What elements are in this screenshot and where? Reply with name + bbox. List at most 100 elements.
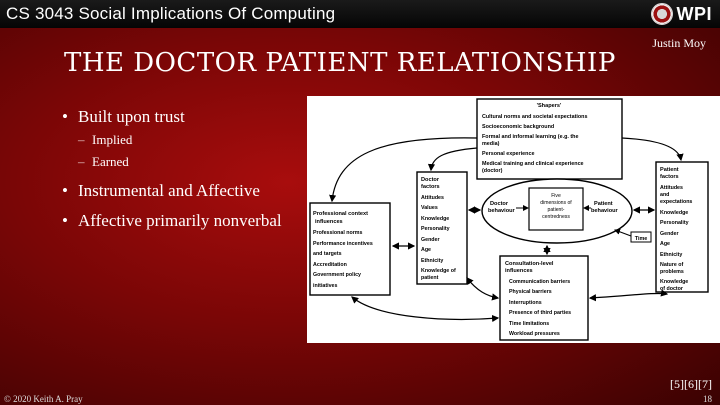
professional-item: and targets [313,251,342,257]
bullet-text: Built upon trust [78,107,185,126]
bullet-item: • Instrumental and Affective [62,180,282,202]
doctor-item: Age [421,247,431,253]
patient-item: Knowledge [660,210,688,216]
patient-behaviour-label: behaviour [591,208,619,214]
professional-item: Government policy [313,272,361,278]
shapers-item: (doctor) [482,168,503,174]
patient-item: Age [660,241,670,247]
consultation-item: Communication barriers [509,279,570,285]
bullet-dot-icon: • [62,107,68,126]
bullet-item: • Built upon trust –Implied –Earned [62,106,282,172]
arrow-doctor-consultation [466,277,500,301]
dimensions-box [528,187,584,231]
patient-title: Patient [660,167,679,173]
doctor-item: Gender [421,237,440,243]
patient-item: and [660,192,669,198]
professional-item: Accreditation [313,262,347,268]
doctor-title: Doctor [421,177,440,183]
professional-item: Professional norms [313,230,363,236]
consultation-item: Interruptions [509,300,542,306]
patient-item: Gender [660,231,679,237]
consultation-item: Physical barriers [509,289,552,295]
doctor-item: Knowledge [421,216,449,222]
patient-item: expectations [660,199,692,205]
dimensions-text: patient- [548,207,565,213]
dash-icon: – [78,154,85,169]
wpi-logo: WPI [650,3,713,25]
time-label: Time [635,236,647,242]
patient-item: Nature of [660,262,683,268]
patient-behaviour-label: Patient [594,201,613,207]
wpi-logo-text: WPI [676,3,712,24]
bullet-dot-icon: • [62,211,68,230]
doctor-item: Personality [421,226,450,232]
shapers-title: 'Shapers' [537,103,562,109]
professional-title: Professional context [313,211,368,217]
sub-bullet-item: –Earned [78,152,282,172]
doctor-patient-diagram: 'Shapers' Cultural norms and societal ex… [307,96,720,343]
consultation-title: influences [505,268,533,274]
patient-factors-box [655,161,709,293]
diagram-svg: 'Shapers' Cultural norms and societal ex… [309,98,709,341]
dash-icon: – [78,132,85,147]
bullet-dot-icon: • [62,181,68,200]
arrow-shapers-to-doctor [427,147,478,172]
arrow-professional-consultation [351,296,500,323]
time-box [630,231,652,243]
bullet-text: Affective primarily nonverbal [78,211,282,230]
professional-item: Performance incentives [313,241,373,247]
sub-bullet-text: Earned [92,154,129,169]
shapers-item: Formal and informal learning (e.g. the [482,134,578,140]
shapers-item: Personal experience [482,151,534,157]
consultation-box [499,255,589,341]
shapers-box [476,98,623,180]
bullet-item: • Affective primarily nonverbal [62,210,282,232]
patient-item: Personality [660,220,689,226]
doctor-item: Attitudes [421,195,444,201]
sub-bullet-text: Implied [92,132,133,147]
wpi-seal-icon [650,3,673,25]
professional-context-box [309,202,391,296]
references: [5][6][7] [670,377,712,391]
doctor-item: Ethnicity [421,258,443,264]
dimensions-text: Five [551,193,561,199]
doctor-item: Values [421,205,438,211]
sub-bullet-item: –Implied [78,130,282,150]
doctor-item: patient [421,275,439,281]
shapers-item: media) [482,141,500,147]
patient-item: Attitudes [660,185,683,191]
doctor-title: factors [421,184,440,190]
consultation-item: Presence of third parties [509,310,571,316]
doctor-behaviour-label: behaviour [488,208,516,214]
shapers-item: Cultural norms and societal expectations [482,114,587,120]
patient-item: Ethnicity [660,252,682,258]
page-number: 18 [703,394,712,404]
arrow-time [614,228,632,237]
shapers-item: Socioeconomic background [482,124,554,130]
professional-item: initiatives [313,283,337,289]
sub-bullet-list: –Implied –Earned [78,130,282,172]
doctor-item: Knowledge of [421,268,456,274]
bullet-list: • Built upon trust –Implied –Earned • Inst… [62,106,282,240]
dimensions-text: centredness [542,214,570,220]
consultation-item: Workload pressures [509,331,560,337]
author-name: Justin Moy [652,36,706,50]
shapers-item: Medical training and clinical experience [482,161,584,167]
arrow-shapers-to-professional [329,137,478,203]
patient-item: of doctor [660,286,683,292]
bullet-text: Instrumental and Affective [78,181,260,200]
course-title: CS 3043 Social Implications Of Computing [6,4,336,23]
doctor-behaviour-label: Doctor [490,201,509,207]
doctor-factors-box [416,171,468,285]
arrow-consultation-patient [588,289,669,302]
consultation-item: Time limitations [509,321,549,327]
consultation-title: Consultation-level [505,261,554,267]
patient-title: factors [660,174,679,180]
professional-title: influences [315,219,343,225]
patient-item: Knowledge [660,279,688,285]
footer-copyright: © 2020 Keith A. Pray [4,394,83,404]
patient-item: problems [660,269,684,275]
dimensions-text: dimensions of [540,200,572,206]
top-bar: CS 3043 Social Implications Of Computing… [0,0,720,28]
slide-title: THE DOCTOR PATIENT RELATIONSHIP [64,48,616,78]
